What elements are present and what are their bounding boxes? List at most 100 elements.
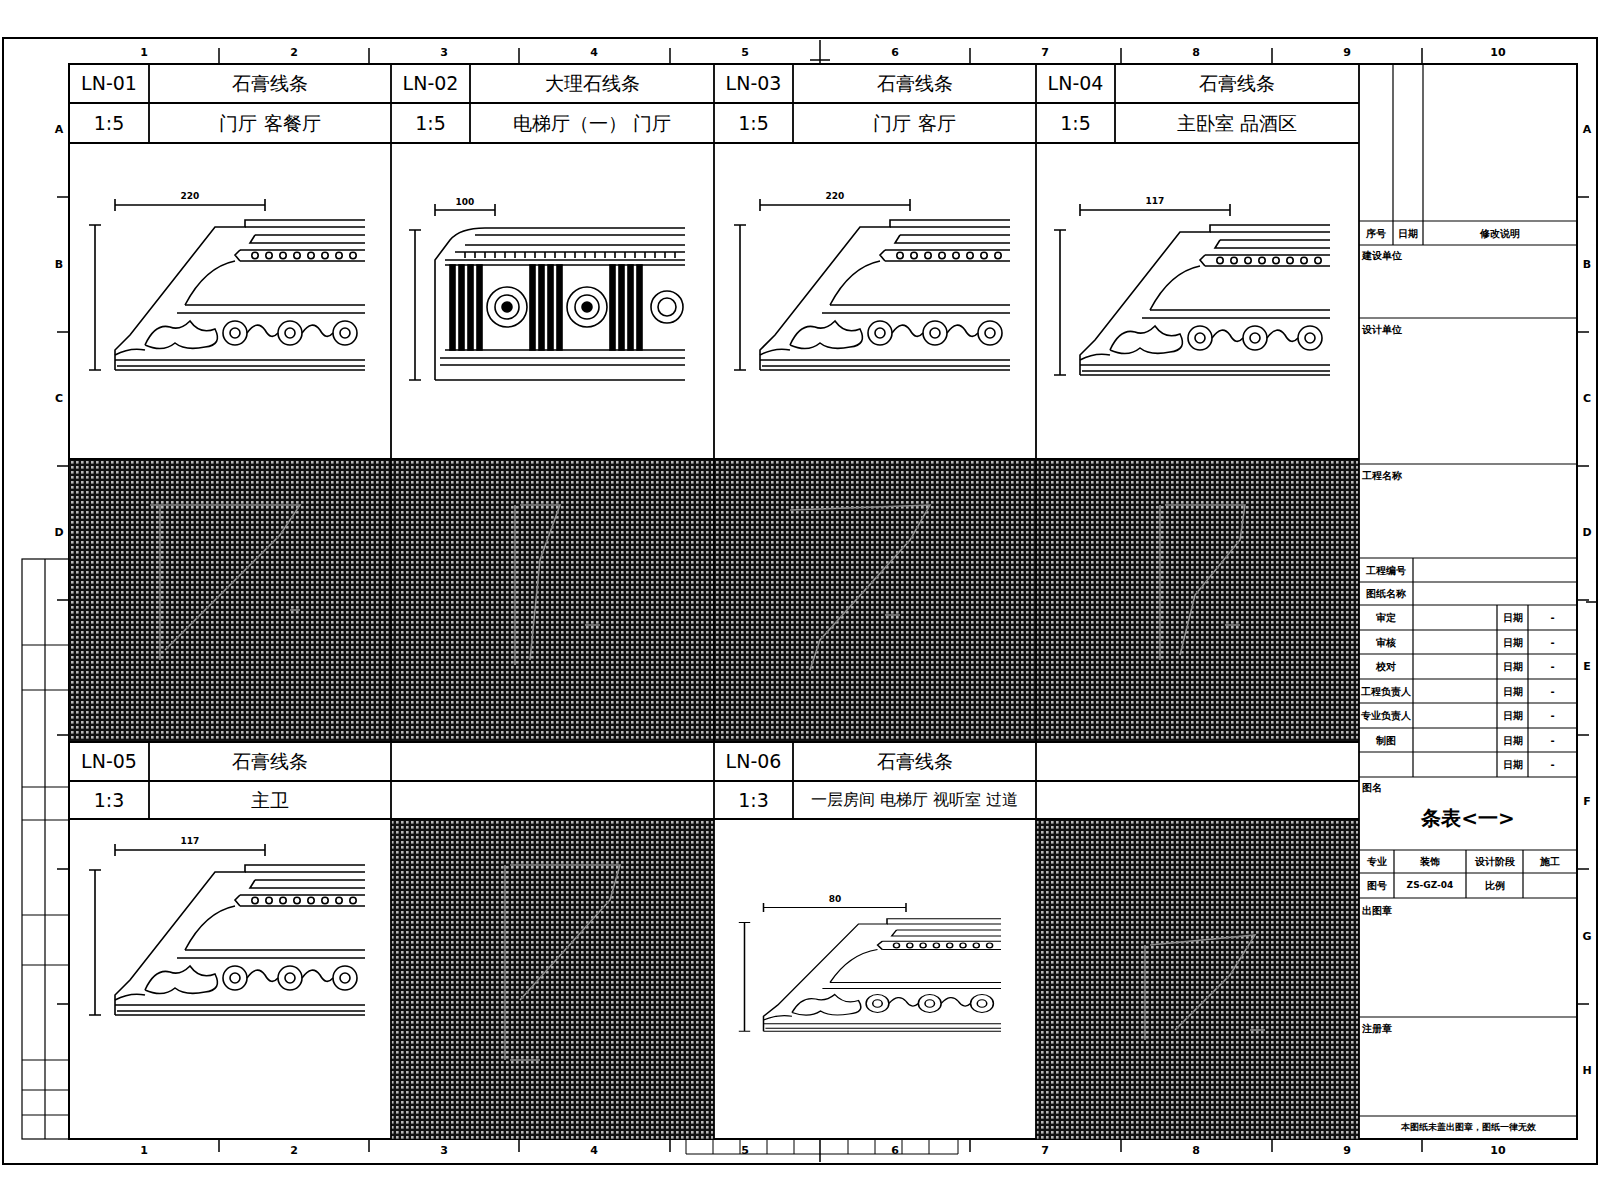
title-cell: 序号 [1359,221,1393,245]
dimension: 80 [815,893,855,906]
table-cell: 石膏线条 [149,742,391,781]
table-cell: 1:5 [1036,103,1115,143]
grid-number: 8 [1176,1142,1216,1160]
table-cell: LN-05 [69,742,149,781]
grid-letter: C [50,390,68,408]
title-cell: - [1528,630,1577,654]
dimension: 220 [170,190,210,203]
grid-number: 6 [875,44,915,62]
title-cell: 审核 [1359,630,1413,654]
grid-number: 7 [1025,1142,1065,1160]
table-cell: 门厅 客厅 [793,103,1036,143]
table-cell: LN-04 [1036,64,1115,103]
title-cell: 施工 [1523,850,1577,873]
title-cell: 日期 [1497,752,1528,777]
table-cell: LN-01 [69,64,149,103]
grid-number: 9 [1327,1142,1367,1160]
grid-letter: A [50,121,68,139]
title-cell: 图纸名称 [1359,582,1413,605]
title-cell: 图号 [1359,873,1394,898]
title-cell: 注册章 [1362,1020,1452,1036]
grid-letter: F [1579,793,1595,811]
grid-number: 1 [124,1142,164,1160]
title-cell: 日期 [1497,703,1528,727]
table-cell: 电梯厅（一） 门厅 [470,103,714,143]
dimension: 220 [815,190,855,203]
title-cell: 日期 [1497,605,1528,629]
grid-letter: B [1579,256,1595,274]
grid-number: 4 [574,44,614,62]
grid-number: 5 [725,44,765,62]
dimension: 117 [1135,195,1175,208]
title-cell: - [1528,728,1577,752]
title-cell: 专业负责人 [1359,703,1413,727]
table-cell: 1:5 [714,103,793,143]
title-cell: - [1528,703,1577,727]
grid-letter: A [1579,121,1595,139]
title-cell: 日期 [1497,654,1528,678]
title-cell: 建设单位 [1362,247,1452,263]
grid-letter: C [1579,390,1595,408]
grid-number: 6 [875,1142,915,1160]
title-cell: - [1528,679,1577,703]
grid-number: 4 [574,1142,614,1160]
grid-number: 10 [1478,44,1518,62]
table-cell: 大理石线条 [470,64,714,103]
grid-number: 3 [424,44,464,62]
title-cell: 专业 [1359,850,1394,873]
title-cell: 校对 [1359,654,1413,678]
dimension: 100 [445,196,485,209]
table-cell: 石膏线条 [793,64,1036,103]
grid-number: 5 [725,1142,765,1160]
table-cell: 石膏线条 [1115,64,1359,103]
title-cell: 设计单位 [1362,321,1452,337]
title-cell: - [1528,654,1577,678]
footnote: 本图纸未盖出图章，图纸一律无效 [1359,1116,1577,1139]
title-cell: 审定 [1359,605,1413,629]
grid-letter: E [1579,658,1595,676]
grid-number: 2 [274,44,314,62]
grid-number: 8 [1176,44,1216,62]
grid-number: 9 [1327,44,1367,62]
title-cell: - [1528,605,1577,629]
title-cell: 设计阶段 [1466,850,1523,873]
grid-number: 10 [1478,1142,1518,1160]
title-cell: - [1528,752,1577,777]
title-cell: 日期 [1497,630,1528,654]
grid-letter: B [50,256,68,274]
title-cell: 日期 [1497,679,1528,703]
table-cell: LN-06 [714,742,793,781]
table-cell: 石膏线条 [793,742,1036,781]
table-cell: 主卧室 品酒区 [1115,103,1359,143]
dimension: 117 [170,835,210,848]
title-cell: 修改说明 [1423,221,1577,245]
title-cell: ZS-GZ-04 [1394,873,1466,898]
table-cell: 1:5 [391,103,470,143]
table-cell: LN-03 [714,64,793,103]
table-cell: 石膏线条 [149,64,391,103]
title-cell: 图名 [1362,780,1402,794]
table-cell: 门厅 客餐厅 [149,103,391,143]
grid-letter: G [1579,928,1595,946]
table-cell: 1:3 [714,781,793,819]
grid-number: 7 [1025,44,1065,62]
table-cell: 1:3 [69,781,149,819]
title-cell: 日期 [1497,728,1528,752]
title-cell: 工程编号 [1359,558,1413,582]
drawing-title: 条表<一> [1359,796,1577,840]
title-cell: 装饰 [1394,850,1466,873]
grid-number: 1 [124,44,164,62]
title-cell: 出图章 [1362,902,1452,918]
grid-letter: H [1579,1062,1595,1080]
title-cell: 工程名称 [1362,467,1452,483]
grid-letter: D [50,524,68,542]
table-cell: 一层房间 电梯厅 视听室 过道 [793,781,1036,819]
table-cell: LN-02 [391,64,470,103]
title-cell: 比例 [1466,873,1523,898]
grid-number: 2 [274,1142,314,1160]
grid-letter: D [1579,524,1595,542]
title-cell: 制图 [1359,728,1413,752]
table-cell: 1:5 [69,103,149,143]
